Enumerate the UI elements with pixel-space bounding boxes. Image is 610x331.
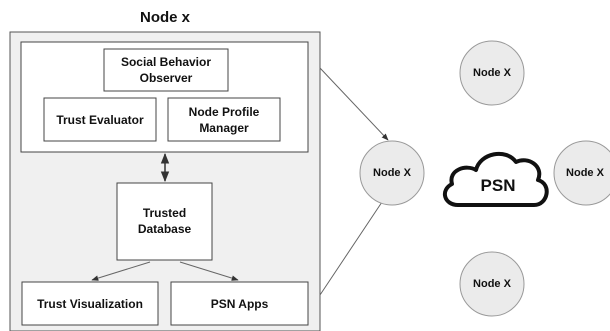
trust-visualization-box: [21, 281, 159, 326]
node-right-label: Node X: [566, 167, 604, 179]
psn-apps-label: PSN Apps: [210, 296, 269, 311]
social-observer-label: Social Behavior Observer: [120, 55, 212, 85]
database-apps-arrow: [179, 261, 239, 281]
profile-manager-label: Node Profile Manager: [188, 104, 260, 135]
node-top: [459, 40, 525, 106]
node-center: [359, 140, 425, 206]
profile-manager-box: [167, 97, 281, 142]
diagram-title: Node x: [139, 9, 190, 26]
node-bottom-label: Node X: [473, 278, 511, 290]
trusted-database-box: [116, 182, 213, 261]
node-top-label: Node X: [473, 67, 511, 79]
psn-apps-box: [170, 281, 309, 326]
psn-cloud-label: PSN: [480, 176, 516, 195]
trust-visualization-label: Trust Visualization: [37, 296, 143, 311]
panel-to-node-arrow: [319, 67, 389, 141]
node-center-label: Node X: [373, 167, 411, 179]
trusted-database-label: Trusted Database: [137, 206, 192, 236]
node-right: [553, 140, 610, 206]
apps-to-node-arrow: [319, 192, 389, 296]
psn-cloud-icon: [442, 151, 549, 207]
database-visualization-arrow: [91, 261, 151, 281]
social-observer-box: [103, 48, 229, 92]
trust-evaluator-label: Trust Evaluator: [56, 112, 144, 127]
node-bottom: [459, 251, 525, 317]
trust-evaluator-box: [43, 97, 157, 142]
